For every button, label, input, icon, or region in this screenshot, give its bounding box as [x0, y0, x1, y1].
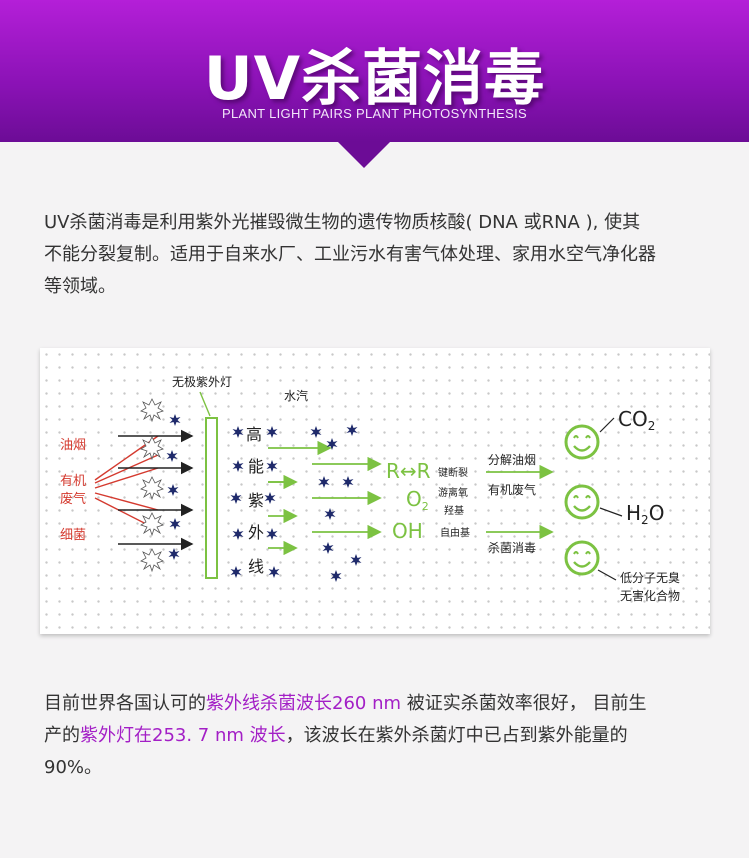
bond-label: 游离氧: [438, 486, 468, 499]
result-h2o: H2O: [626, 501, 664, 527]
facts-line: 目前世界各国认可的紫外线杀菌波长260 nm 被证实杀菌效率很好， 目前生: [44, 693, 647, 714]
lamp-label: 无极紫外灯: [172, 375, 232, 389]
highlight-wavelength: 紫外线杀菌波长260 nm: [206, 693, 402, 714]
bond-label: 自由基: [440, 526, 470, 539]
radical-rr: R↔R: [386, 459, 431, 483]
radical-oh: OH: [392, 519, 423, 543]
uv-char: 高: [246, 425, 262, 444]
header-banner: UV杀菌消毒 PLANT LIGHT PAIRS PLANT PHOTOSYNT…: [0, 0, 749, 142]
process-label: 杀菌消毒: [488, 540, 536, 555]
uv-lamp: [205, 417, 218, 579]
result-harmless: 低分子无臭: [620, 570, 680, 585]
harmless-smileys: [564, 424, 600, 576]
facts-line: 产的紫外灯在253. 7 nm 波长，该波长在紫外杀菌灯中已占到紫外能量的: [44, 725, 628, 746]
intro-paragraph: UV杀菌消毒是利用紫外光摧毁微生物的遗传物质核酸( DNA 或RNA ), 使其…: [44, 207, 714, 303]
uv-char: 能: [248, 457, 264, 476]
uv-process-diagram: 油烟 有机 废气 细菌: [40, 348, 710, 634]
intro-line: 等领域。: [44, 276, 116, 297]
label-organic: 有机: [60, 474, 86, 489]
facts-paragraph: 目前世界各国认可的紫外线杀菌波长260 nm 被证实杀菌效率很好， 目前生 产的…: [44, 688, 724, 784]
process-label: 有机废气: [488, 482, 536, 497]
bond-label: 键断裂: [438, 466, 468, 479]
highlight-lamp: 紫外灯在253. 7 nm 波长: [80, 725, 286, 746]
radical-o2: O2: [406, 487, 429, 513]
intro-line: 不能分裂复制。适用于自来水厂、工业污水有害气体处理、家用水空气净化器: [44, 244, 656, 265]
uv-char: 紫: [248, 491, 264, 510]
result-harmless: 无害化合物: [620, 588, 680, 603]
uv-char: 外: [248, 523, 264, 542]
vapor-label: 水汽: [284, 388, 308, 403]
uv-arrows: [268, 440, 382, 556]
label-oil-smoke: 油烟: [60, 438, 86, 453]
intro-line: UV杀菌消毒是利用紫外光摧毁微生物的遗传物质核酸( DNA 或RNA ), 使其: [44, 212, 641, 233]
process-label: 分解油烟: [488, 453, 536, 467]
uv-char: 线: [248, 557, 264, 576]
page-subtitle: PLANT LIGHT PAIRS PLANT PHOTOSYNTHESIS: [222, 106, 527, 121]
page-title: UV杀菌消毒: [203, 44, 546, 114]
banner-pointer: [337, 141, 391, 168]
pollutant-bursts: [140, 398, 164, 572]
label-bacteria: 细菌: [60, 528, 86, 543]
result-co2: CO2: [618, 407, 655, 433]
facts-line: 90%。: [44, 757, 103, 778]
label-waste-gas: 废气: [60, 491, 86, 507]
input-arrows: [118, 429, 194, 551]
bond-label: 羟基: [444, 504, 464, 517]
